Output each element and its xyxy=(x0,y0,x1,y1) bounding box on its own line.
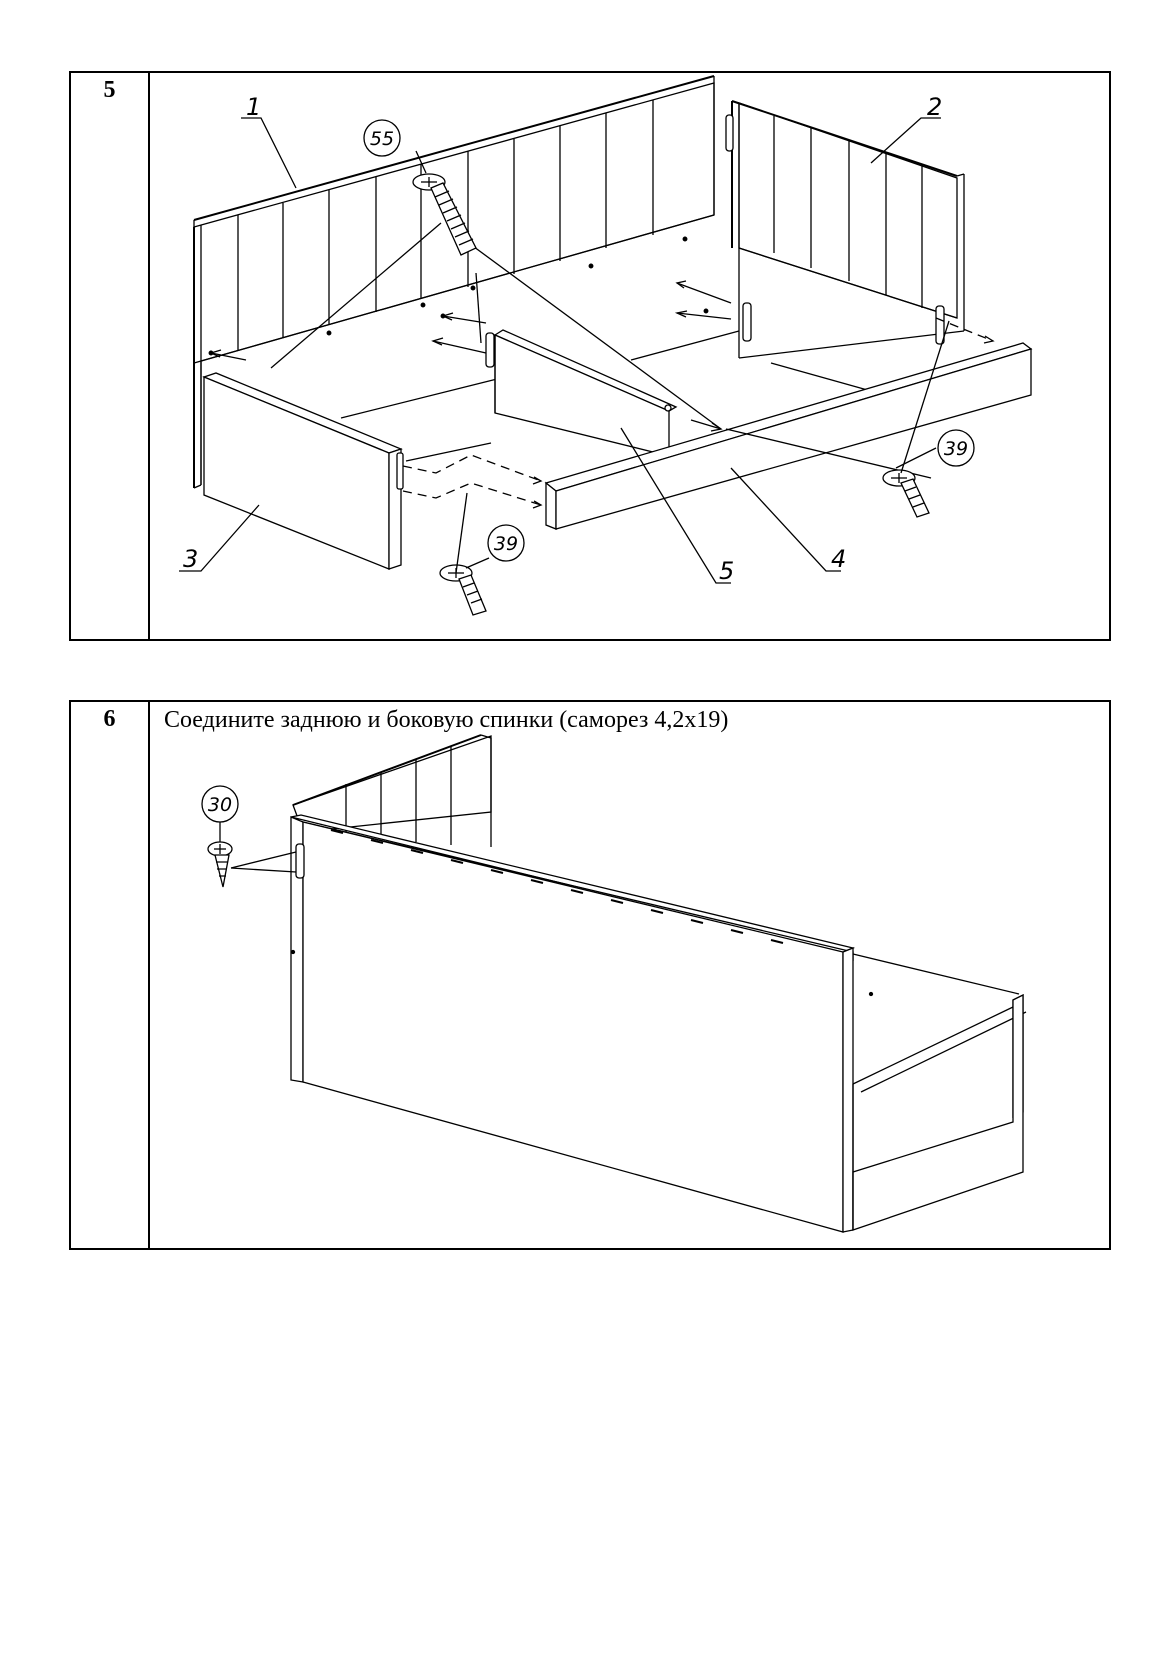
step-6-diagram: 30 xyxy=(201,734,1027,1233)
callout-circle-30 xyxy=(201,785,239,823)
screw-39-bottom-icon xyxy=(439,564,487,616)
part-4-label: 4 xyxy=(831,545,846,573)
step-number-cell: 5 xyxy=(71,73,150,639)
part-3-label: 3 xyxy=(183,545,198,573)
screw-39-right-icon xyxy=(882,469,930,518)
callout-circle-39-right xyxy=(937,429,975,467)
step-number-cell: 6 xyxy=(71,702,150,1248)
callout-55-label: 55 xyxy=(370,128,394,150)
step-5-diagram: 1 2 3 4 5 55 39 39 xyxy=(179,75,1033,616)
assembly-step-5: 5 xyxy=(69,71,1111,641)
assembly-step-6: 6 Соедините заднюю и боковую спинки (сам… xyxy=(69,700,1111,1250)
guide-lines xyxy=(209,222,932,479)
step-number: 5 xyxy=(103,77,116,103)
panel-4-long-side xyxy=(544,342,1033,530)
headboard xyxy=(292,734,492,847)
end-section xyxy=(852,953,1027,1231)
callout-39-right-label: 39 xyxy=(944,438,968,460)
long-side-panel xyxy=(290,814,856,1233)
callout-39-bottom-label: 39 xyxy=(494,533,518,555)
panel-2-side xyxy=(725,100,965,359)
part-5-label: 5 xyxy=(719,557,734,585)
screw-55-icon xyxy=(412,173,477,256)
callout-circle-55 xyxy=(363,119,401,157)
step-caption: Соедините заднюю и боковую спинки (самор… xyxy=(164,707,729,733)
panel-5-divider xyxy=(485,329,678,457)
part-2-label: 2 xyxy=(927,93,942,121)
panel-3-end xyxy=(202,372,404,570)
frame-outline xyxy=(340,330,872,462)
callout-circle-39-bottom xyxy=(487,524,525,562)
arrow-heads xyxy=(532,335,995,509)
callout-30-label: 30 xyxy=(208,794,232,816)
assembly-arrows xyxy=(402,317,994,506)
step-number: 6 xyxy=(103,706,116,732)
leaders xyxy=(179,117,950,584)
screw-30-icon xyxy=(207,822,297,888)
part-1-label: 1 xyxy=(246,93,261,121)
